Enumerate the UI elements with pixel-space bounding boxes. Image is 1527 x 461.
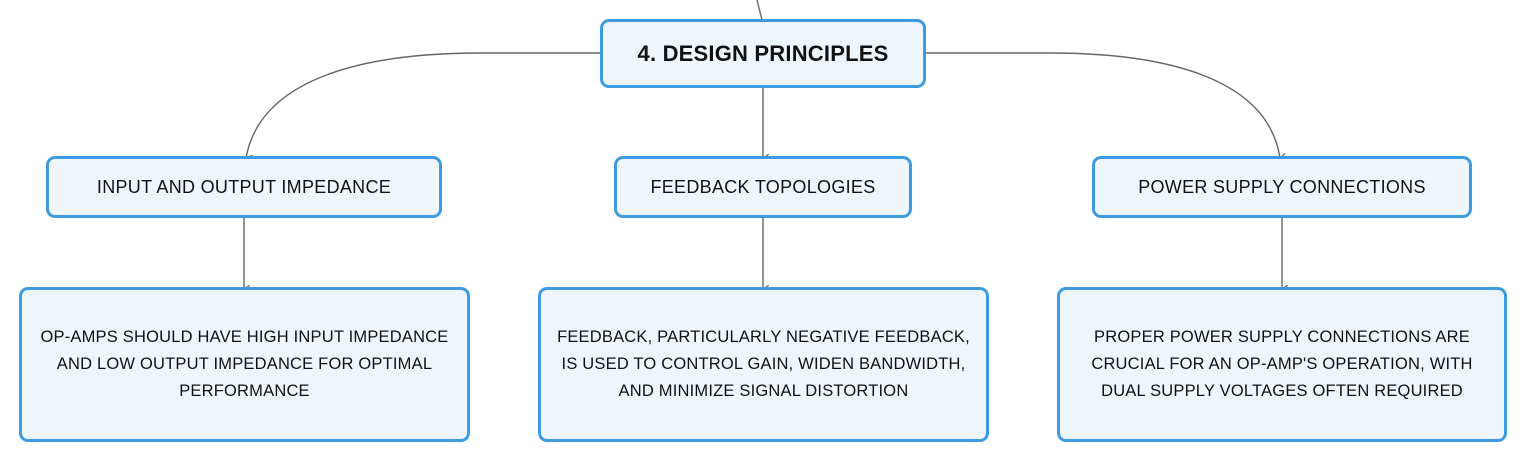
connector-root-to-branch-3 — [925, 52, 1280, 158]
detail-node-input-output-impedance[interactable]: OP-AMPS SHOULD HAVE HIGH INPUT IMPEDANCE… — [19, 287, 470, 442]
branch-node-power-supply-connections[interactable]: POWER SUPPLY CONNECTIONS — [1092, 156, 1472, 218]
detail-node-power-supply-connections[interactable]: PROPER POWER SUPPLY CONNECTIONS ARE CRUC… — [1057, 287, 1507, 442]
detail-node-text: OP-AMPS SHOULD HAVE HIGH INPUT IMPEDANCE… — [40, 328, 449, 400]
branch-node-label: POWER SUPPLY CONNECTIONS — [1138, 176, 1426, 197]
connector-root-to-branch-1 — [246, 52, 601, 158]
branch-node-label: FEEDBACK TOPOLOGIES — [650, 176, 876, 197]
connector-parent-to-root — [756, 0, 763, 21]
detail-node-text: PROPER POWER SUPPLY CONNECTIONS ARE CRUC… — [1091, 328, 1473, 400]
root-node-label: 4. DESIGN PRINCIPLES — [637, 40, 889, 66]
root-node[interactable]: 4. DESIGN PRINCIPLES — [600, 19, 926, 88]
branch-node-label: INPUT AND OUTPUT IMPEDANCE — [96, 176, 392, 197]
branch-node-input-output-impedance[interactable]: INPUT AND OUTPUT IMPEDANCE — [46, 156, 442, 218]
detail-node-text: FEEDBACK, PARTICULARLY NEGATIVE FEEDBACK… — [557, 328, 970, 400]
detail-node-feedback-topologies[interactable]: FEEDBACK, PARTICULARLY NEGATIVE FEEDBACK… — [538, 287, 989, 442]
branch-node-feedback-topologies[interactable]: FEEDBACK TOPOLOGIES — [614, 156, 912, 218]
